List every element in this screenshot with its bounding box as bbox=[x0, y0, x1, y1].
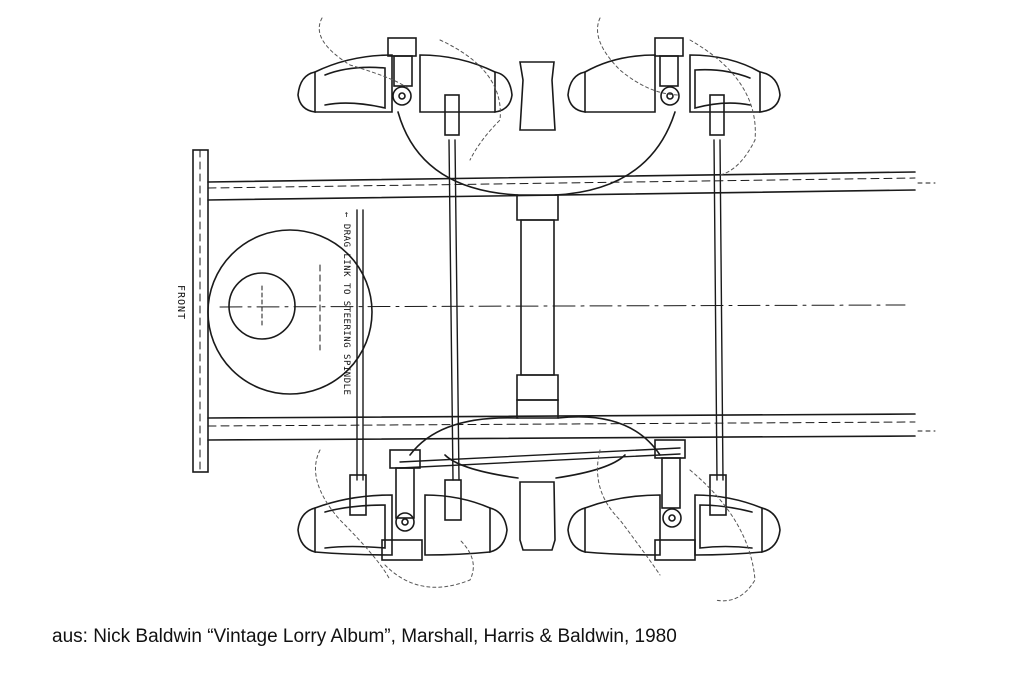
steering-rods bbox=[448, 139, 724, 481]
wheel-bottom-left bbox=[297, 449, 508, 588]
front-cross-member bbox=[192, 149, 209, 473]
wheel-top-left bbox=[297, 17, 513, 161]
tie-rod bbox=[399, 447, 681, 469]
wheel-top-right bbox=[567, 17, 781, 176]
drag-link-label: ← DRAG LINK TO STEERING SPINDLE bbox=[341, 212, 351, 395]
caption: aus: Nick Baldwin “Vintage Lorry Album”,… bbox=[52, 626, 677, 647]
center-line bbox=[219, 304, 906, 308]
axle-beam bbox=[397, 61, 676, 551]
wheel-bottom-right bbox=[567, 439, 781, 602]
drag-link bbox=[356, 209, 364, 481]
front-label: FRONT bbox=[175, 285, 186, 320]
large-circle bbox=[207, 229, 373, 395]
